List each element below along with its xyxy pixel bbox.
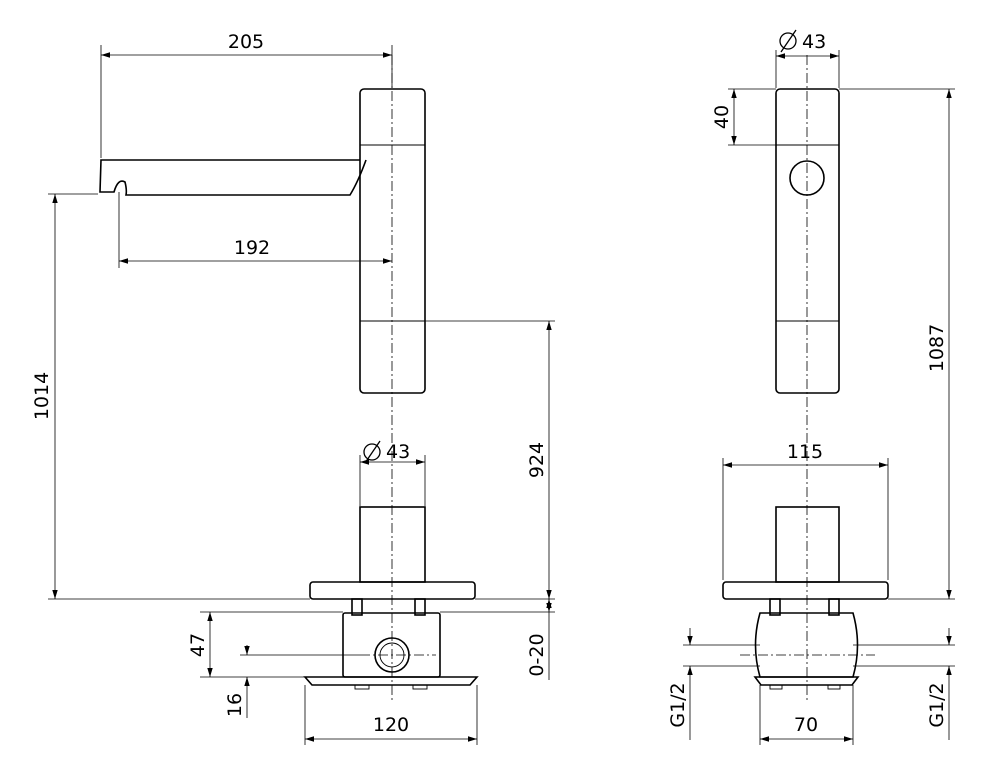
- side-base-plate: [303, 676, 479, 686]
- dim-side-inlet-offset: 16: [224, 693, 246, 717]
- dim-side-adjust: 0-20: [526, 633, 548, 676]
- dim-front-inlet-left: G1/2: [667, 682, 689, 727]
- front-column-lower: [775, 506, 840, 583]
- side-flange: [309, 581, 476, 600]
- dim-side-outlet-height: 924: [526, 442, 548, 478]
- dim-front-total-height: 1087: [926, 324, 948, 372]
- front-column-upper: [775, 88, 840, 394]
- dim-front-body-width: 70: [794, 714, 818, 736]
- dim-side-body-width: 120: [373, 714, 409, 736]
- diameter-symbol-icon: [363, 443, 381, 461]
- side-column-upper: [359, 88, 426, 394]
- front-base-plate: [753, 676, 860, 686]
- dim-side-diameter: 43: [386, 441, 410, 463]
- dim-front-flange-width: 115: [787, 441, 823, 463]
- dim-front-inlet-right: G1/2: [926, 682, 948, 727]
- dim-side-spout-inner: 192: [234, 237, 270, 259]
- side-spout: [99, 159, 367, 196]
- dim-side-base-depth: 47: [187, 633, 209, 657]
- dim-side-total-height: 1014: [31, 372, 53, 420]
- diameter-symbol-icon: [779, 32, 797, 50]
- front-view: 43 40 1087 115 G1/2 G1/2 70: [667, 29, 955, 745]
- front-flange: [722, 581, 889, 600]
- dim-front-diameter: 43: [802, 31, 826, 53]
- dim-front-cap-height: 40: [711, 105, 733, 129]
- side-view: 205 192 1014 924 43 0-20 47: [31, 31, 555, 745]
- side-column-lower: [359, 506, 426, 583]
- front-body: [754, 612, 859, 678]
- dim-side-spout-reach: 205: [228, 31, 264, 53]
